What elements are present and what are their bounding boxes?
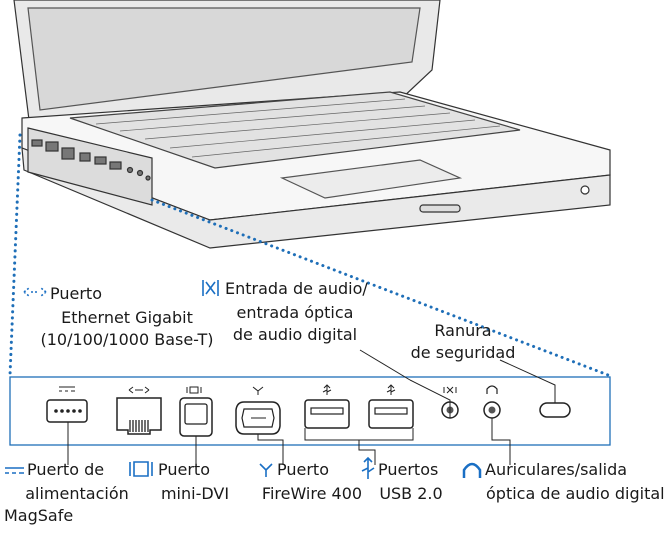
leader-lines — [67, 349, 556, 465]
port-strip — [27, 127, 153, 206]
firewire-label-line2: FireWire 400 — [261, 484, 363, 503]
security-slot — [539, 402, 571, 418]
ethernet-icon — [23, 287, 47, 297]
audio-in-label: Entrada de audio/ — [225, 278, 368, 300]
ethernet-label-line1: Puerto — [50, 284, 102, 303]
firewire-icon — [259, 463, 273, 477]
headphones-label-block: óptica de audio digital — [486, 483, 665, 505]
usb-port-2 — [368, 384, 414, 429]
laptop-screen — [27, 7, 421, 111]
firewire-label-line1: Puerto — [277, 460, 329, 479]
security-label-line1: Ranura — [434, 321, 492, 340]
display-icon — [129, 461, 153, 477]
headphone-port — [483, 385, 501, 419]
headphones-label-line1: Auriculares/salida — [485, 460, 628, 479]
trackpad — [279, 159, 463, 199]
zoom-lines — [8, 133, 610, 377]
ethernet-label-line3: (10/100/1000 Base-T) — [40, 330, 214, 349]
firewire-label: Puerto — [277, 459, 329, 481]
usb-label-line1: Puertos — [378, 460, 439, 479]
ethernet-label-block: Ethernet Gigabit (10/100/1000 Base-T) — [32, 307, 222, 351]
magsafe-port — [46, 386, 88, 423]
minidvi-port — [179, 386, 213, 437]
magsafe-label-line3: MagSafe — [4, 506, 74, 525]
power-icon — [5, 467, 24, 474]
security-label: Ranura de seguridad — [398, 320, 528, 364]
firewire-label-block: FireWire 400 — [242, 483, 382, 505]
audio-in-label-block: entrada óptica de audio digital — [205, 302, 385, 346]
usb-port-1 — [304, 384, 350, 429]
audio-in-icon — [202, 280, 219, 296]
firewire-port — [235, 386, 281, 435]
keyboard — [69, 91, 521, 169]
magsafe-label-line1: Puerto de — [27, 460, 105, 479]
minidvi-label-line2: mini-DVI — [160, 484, 230, 503]
audio-in-label-line3: de audio digital — [232, 325, 358, 344]
headphones-label-line2: óptica de audio digital — [486, 484, 665, 503]
minidvi-label-block: mini-DVI — [150, 483, 240, 505]
headphones-label: Auriculares/salida — [485, 459, 627, 481]
magsafe-label: Puerto de — [27, 459, 104, 481]
usb-icon — [361, 456, 375, 479]
laptop-base-side — [21, 147, 611, 249]
magsafe-label-block: alimentación MagSafe — [2, 483, 152, 527]
ethernet-port — [116, 386, 162, 435]
security-label-line2: de seguridad — [410, 343, 516, 362]
magsafe-label-line2: alimentación — [25, 484, 129, 503]
usb-label-line2: USB 2.0 — [379, 484, 443, 503]
headphones-icon — [462, 462, 482, 478]
usb-label: Puertos — [378, 459, 438, 481]
label-icons — [5, 280, 482, 479]
minidvi-label-line1: Puerto — [158, 460, 210, 479]
ethernet-label: Puerto — [50, 283, 102, 305]
usb-label-block: USB 2.0 — [366, 483, 456, 505]
laptop-illustration — [13, 0, 611, 249]
minidvi-label: Puerto — [158, 459, 210, 481]
ethernet-label-line2: Ethernet Gigabit — [61, 308, 193, 327]
audio-in-label-line2: entrada óptica — [236, 303, 354, 322]
audio-in-label-line1: Entrada de audio/ — [225, 279, 368, 298]
